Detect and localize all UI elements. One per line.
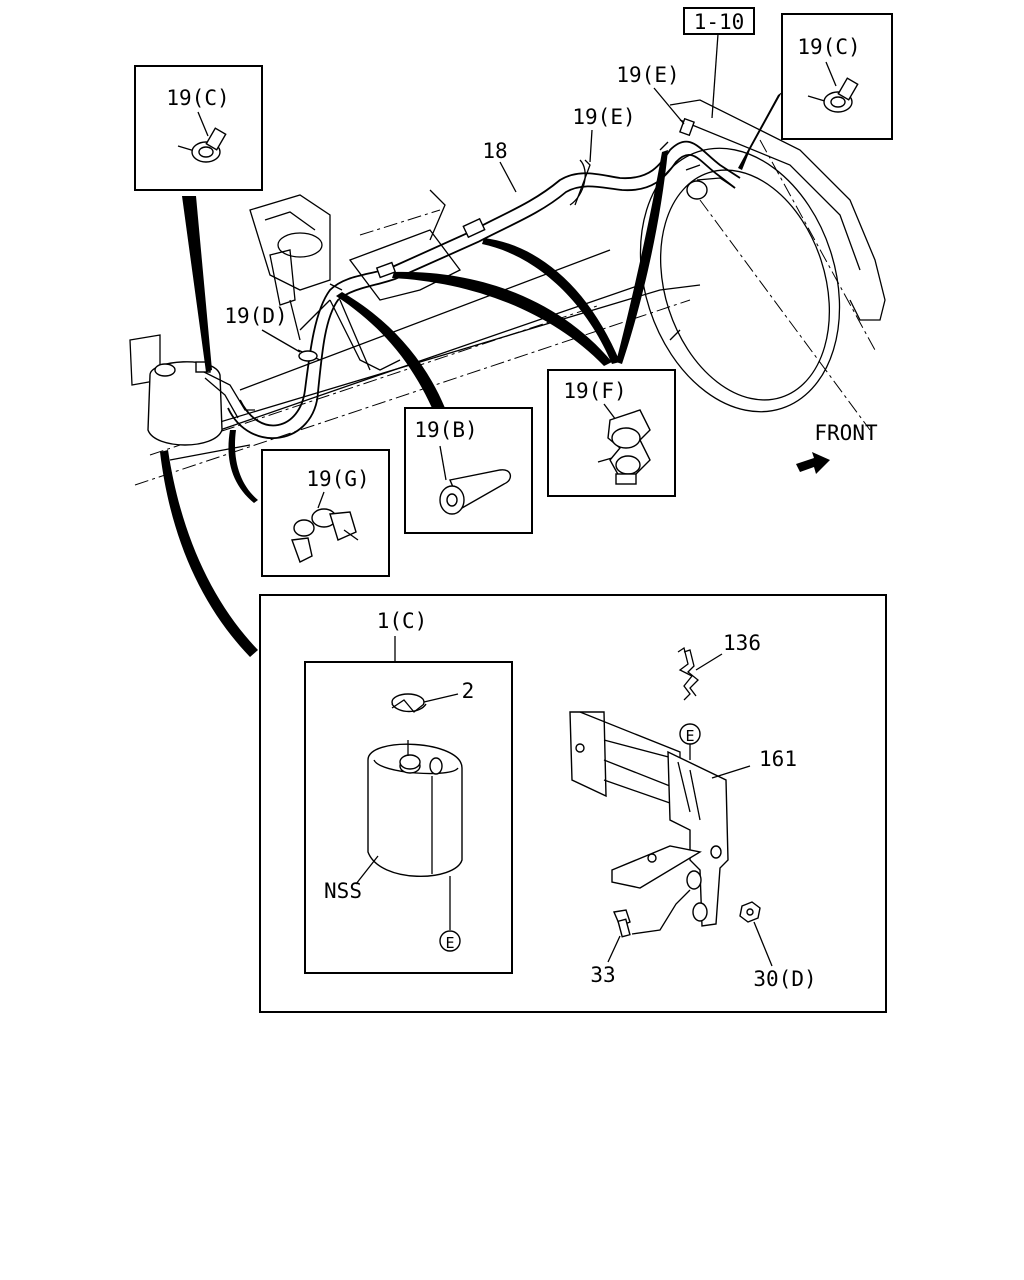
- label-bracket-161: 161: [759, 747, 797, 771]
- circled-e-tank: E: [445, 934, 454, 952]
- label-nss: NSS: [324, 879, 362, 903]
- nut-30d: [739, 901, 761, 923]
- detail-box-19c-right: [781, 13, 893, 140]
- circled-letter-icon: E: [439, 930, 461, 952]
- hose-clip-f: [597, 403, 651, 485]
- label-nut-30d: 30(D): [753, 967, 816, 991]
- label-hose-18: 18: [482, 139, 507, 163]
- circled-letter-icon: E: [679, 723, 701, 745]
- reservoir-tank-installed: [129, 334, 255, 446]
- label-19c-right: 19(C): [797, 35, 860, 59]
- label-bolt-33: 33: [590, 963, 615, 987]
- label-19e-lower: 19(E): [572, 105, 635, 129]
- label-19g: 19(G): [306, 467, 369, 491]
- arrow-right-icon: [796, 452, 830, 474]
- bracket-161: [569, 711, 729, 927]
- wire-136: [677, 646, 699, 701]
- label-19c-left: 19(C): [166, 86, 229, 110]
- circled-e-bracket: E: [685, 727, 694, 745]
- reservoir-cap: [391, 693, 427, 713]
- leader-wedges: [160, 92, 782, 657]
- reservoir-tank: [367, 740, 463, 877]
- label-tank-assy: 1(C): [377, 609, 428, 633]
- hose-clamp-c-right: [807, 61, 859, 113]
- front-label: FRONT: [814, 421, 878, 445]
- label-19b: 19(B): [414, 418, 477, 442]
- hose-clamp-c-left: [177, 111, 227, 163]
- hose-clip-b: [439, 445, 511, 515]
- detail-box-19f: [547, 369, 676, 497]
- label-cap: 2: [462, 679, 475, 703]
- bolt-33: [613, 889, 691, 938]
- detail-box-19c-left: [134, 65, 263, 191]
- label-19d: 19(D): [224, 304, 287, 328]
- label-wire-136: 136: [723, 631, 761, 655]
- ref-box-1-10: [683, 7, 755, 35]
- ref-label-1-10: 1-10: [694, 10, 745, 34]
- label-19f: 19(F): [563, 379, 626, 403]
- detail-box-19b: [404, 407, 533, 534]
- label-19e-upper: 19(E): [616, 63, 679, 87]
- hose-clip-g: [291, 491, 359, 563]
